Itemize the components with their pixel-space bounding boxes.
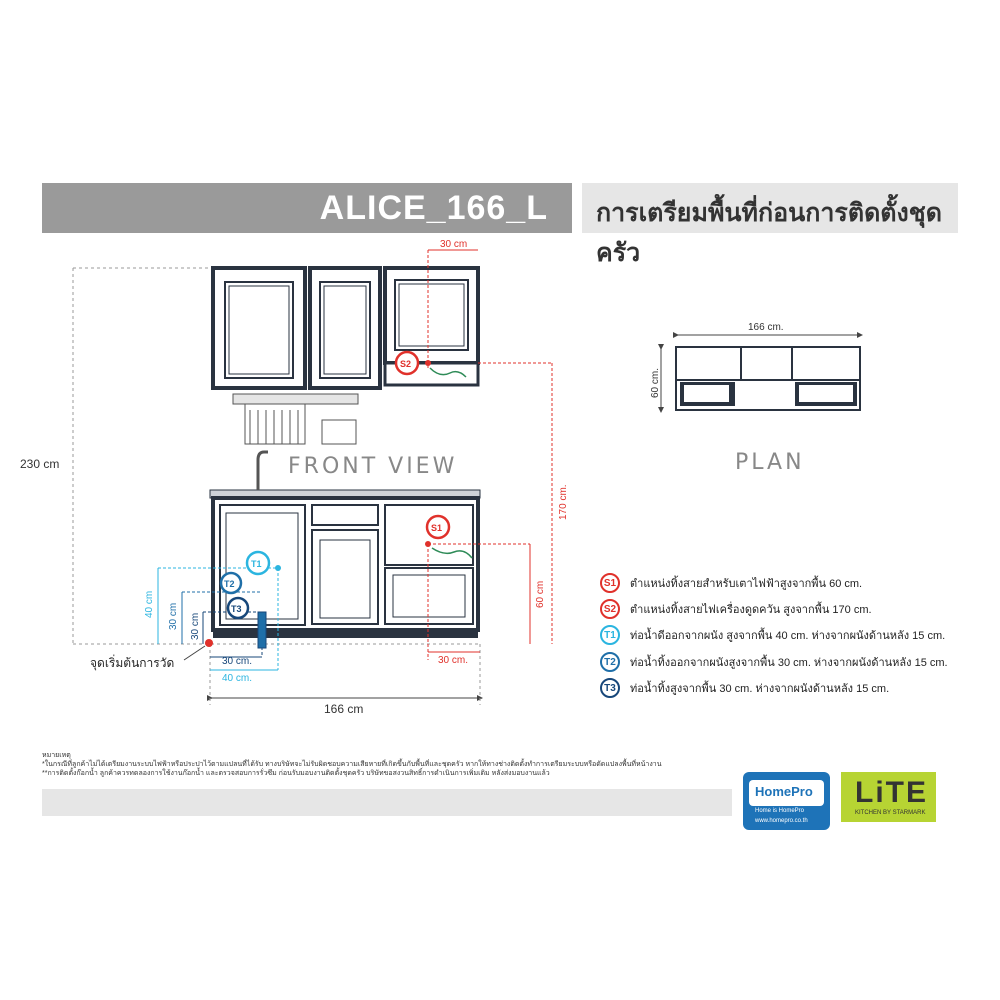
notes: หมายเหตุ *ในกรณีที่ลูกค้าไม่ได้เตรียมงาน…: [42, 751, 732, 778]
dim-label-30-top: 30 cm: [440, 239, 467, 250]
dim-label-60-right: 60 cm: [535, 581, 546, 608]
plan-view: 166 cm. 60 cm. PLAN: [650, 322, 863, 475]
legend-text-t3: ท่อน้ำทิ้งสูงจากพื้น 30 cm. ห่างจากผนังด…: [630, 683, 890, 695]
dim-label-30-left-b: 30 cm: [190, 613, 201, 640]
page-title: การเตรียมพื้นที่ก่อนการติดตั้งชุดครัว: [596, 199, 942, 267]
legend-item-s2: S2 ตำแหน่งทิ้งสายไฟเครื่องดูดควัน สูงจาก…: [600, 598, 872, 620]
model-header: ALICE_166_L: [42, 183, 572, 233]
legend-text-t1: ท่อน้ำดีออกจากผนัง สูงจากพื้น 40 cm. ห่า…: [630, 630, 946, 642]
legend-badge-t1: T1: [600, 625, 620, 645]
notes-line-2: **การติดตั้งก๊อกน้ำ ลูกค้าควรทดลองการใช้…: [42, 770, 550, 777]
homepro-url: www.homepro.co.th: [755, 818, 808, 824]
legend-badge-t2: T2: [600, 652, 620, 672]
legend-badge-s2: S2: [600, 599, 620, 619]
notes-line-1: *ในกรณีที่ลูกค้าไม่ได้เตรียมงานระบบไฟฟ้า…: [42, 761, 662, 768]
marker-s2: [394, 350, 420, 376]
dim-label-170: 170 cm.: [558, 484, 569, 520]
homepro-tagline: Home is HomePro: [755, 808, 805, 814]
wire-s2: [429, 367, 467, 378]
upper-cabinets: [211, 266, 480, 390]
marker-t1-label: T1: [251, 559, 262, 569]
model-name: ALICE_166_L: [319, 189, 548, 227]
dim-label-30-bottom: 30 cm.: [438, 655, 468, 666]
marker-t3-label: T3: [231, 604, 242, 614]
legend-text-s2: ตำแหน่งทิ้งสายไฟเครื่องดูดควัน สูงจากพื้…: [630, 604, 872, 616]
front-view-label: FRONT VIEW: [288, 454, 457, 479]
dim-label-30-left-a: 30 cm: [168, 603, 179, 630]
plan-label: PLAN: [735, 450, 805, 475]
plan-depth-label: 60 cm.: [650, 368, 661, 398]
drain-pipe: [257, 611, 267, 649]
start-point-label: จุดเริ่มต้นการวัด: [90, 654, 174, 671]
legend-item-t2: T2 ท่อน้ำทิ้งออกจากผนังสูงจากพื้น 30 cm.…: [600, 651, 948, 673]
faucet-icon: [256, 450, 268, 490]
dim-label-40-bottom-left: 40 cm.: [222, 673, 252, 684]
legend-text-t2: ท่อน้ำทิ้งออกจากผนังสูงจากพื้น 30 cm. ห่…: [630, 657, 948, 669]
marker-t1: [245, 550, 271, 576]
footer-bar: [42, 789, 732, 816]
dish-rack: [232, 393, 359, 445]
dim-label-230: 230 cm: [20, 457, 59, 471]
lite-logo: LiTE KITCHEN BY STARMARK: [841, 772, 936, 822]
homepro-name: HomePro: [755, 784, 813, 799]
lite-sub: KITCHEN BY STARMARK: [855, 810, 926, 816]
marker-s2-label: S2: [400, 359, 411, 369]
title-header: การเตรียมพื้นที่ก่อนการติดตั้งชุดครัว: [582, 183, 958, 267]
start-point-dot: [205, 639, 213, 647]
dim-label-166: 166 cm: [324, 702, 363, 716]
plan-width-label: 166 cm.: [748, 322, 784, 333]
notes-title: หมายเหตุ: [42, 752, 71, 759]
legend-badge-t3: T3: [600, 678, 620, 698]
legend-item-t1: T1 ท่อน้ำดีออกจากผนัง สูงจากพื้น 40 cm. …: [600, 624, 945, 646]
legend-item-t3: T3 ท่อน้ำทิ้งสูงจากพื้น 30 cm. ห่างจากผน…: [600, 677, 889, 699]
marker-s1: [425, 514, 451, 540]
legend-text-s1: ตำแหน่งทิ้งสายสำหรับเตาไฟฟ้าสูงจากพื้น 6…: [630, 578, 863, 590]
dim-label-30-bottom-left: 30 cm.: [222, 656, 252, 667]
marker-t3: [226, 596, 250, 620]
dim-label-40-left: 40 cm: [144, 591, 155, 618]
marker-t2: [219, 571, 243, 595]
lite-name: LiTE: [855, 776, 928, 809]
legend-badge-s1: S1: [600, 573, 620, 593]
marker-t2-label: T2: [224, 579, 235, 589]
marker-s1-label: S1: [431, 523, 442, 533]
wire-s1: [431, 547, 473, 559]
homepro-logo: HomePro Home is HomePro www.homepro.co.t…: [743, 772, 830, 830]
legend-item-s1: S1 ตำแหน่งทิ้งสายสำหรับเตาไฟฟ้าสูงจากพื้…: [600, 572, 862, 594]
